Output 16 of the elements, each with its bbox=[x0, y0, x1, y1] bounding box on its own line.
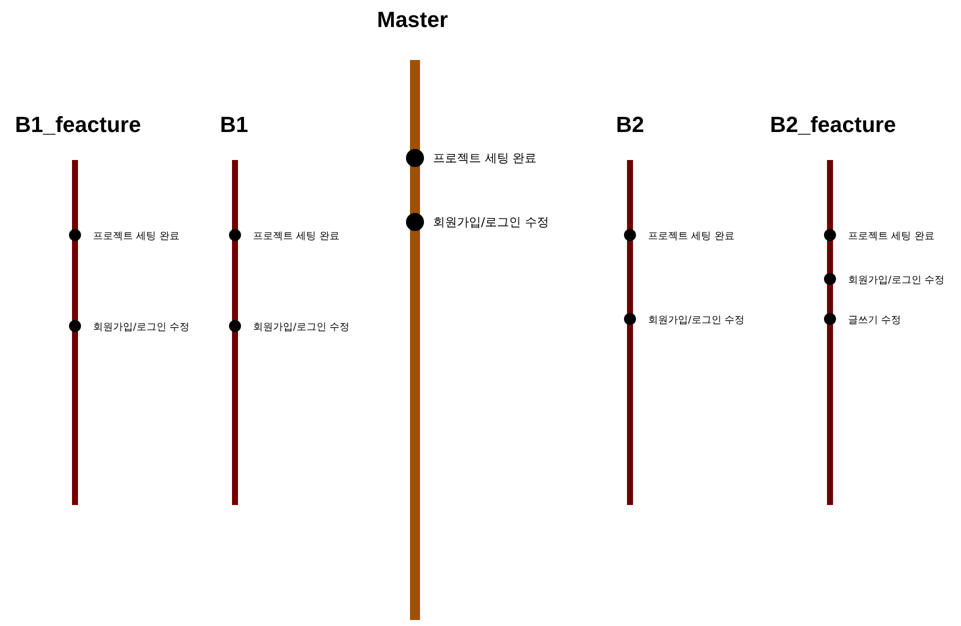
branch-name: B1_feacture bbox=[15, 112, 141, 138]
branch-name: Master bbox=[377, 7, 448, 33]
commit-message: 프로젝트 세팅 완료 bbox=[253, 230, 340, 242]
commit-message: 프로젝트 세팅 완료 bbox=[648, 230, 734, 242]
commit-message: 프로젝트 세팅 완료 bbox=[848, 230, 934, 242]
commit-message: 회원가입/로그인 수정 bbox=[93, 320, 190, 334]
branch-name: B1 bbox=[220, 112, 248, 138]
commit-message: 회원가입/로그인 수정 bbox=[648, 314, 745, 326]
commit-message: 회원가입/로그인 수정 bbox=[433, 214, 549, 232]
commit-message: 회원가입/로그인 수정 bbox=[848, 274, 945, 286]
branch-name: B2 bbox=[616, 112, 644, 138]
commit-message: 프로젝트 세팅 완료 bbox=[433, 150, 537, 168]
branch-name: B2_feacture bbox=[770, 112, 896, 138]
commit-message: 회원가입/로그인 수정 bbox=[253, 320, 350, 334]
commit-message: 글쓰기 수정 bbox=[848, 314, 902, 326]
commit-message: 프로젝트 세팅 완료 bbox=[93, 230, 180, 242]
